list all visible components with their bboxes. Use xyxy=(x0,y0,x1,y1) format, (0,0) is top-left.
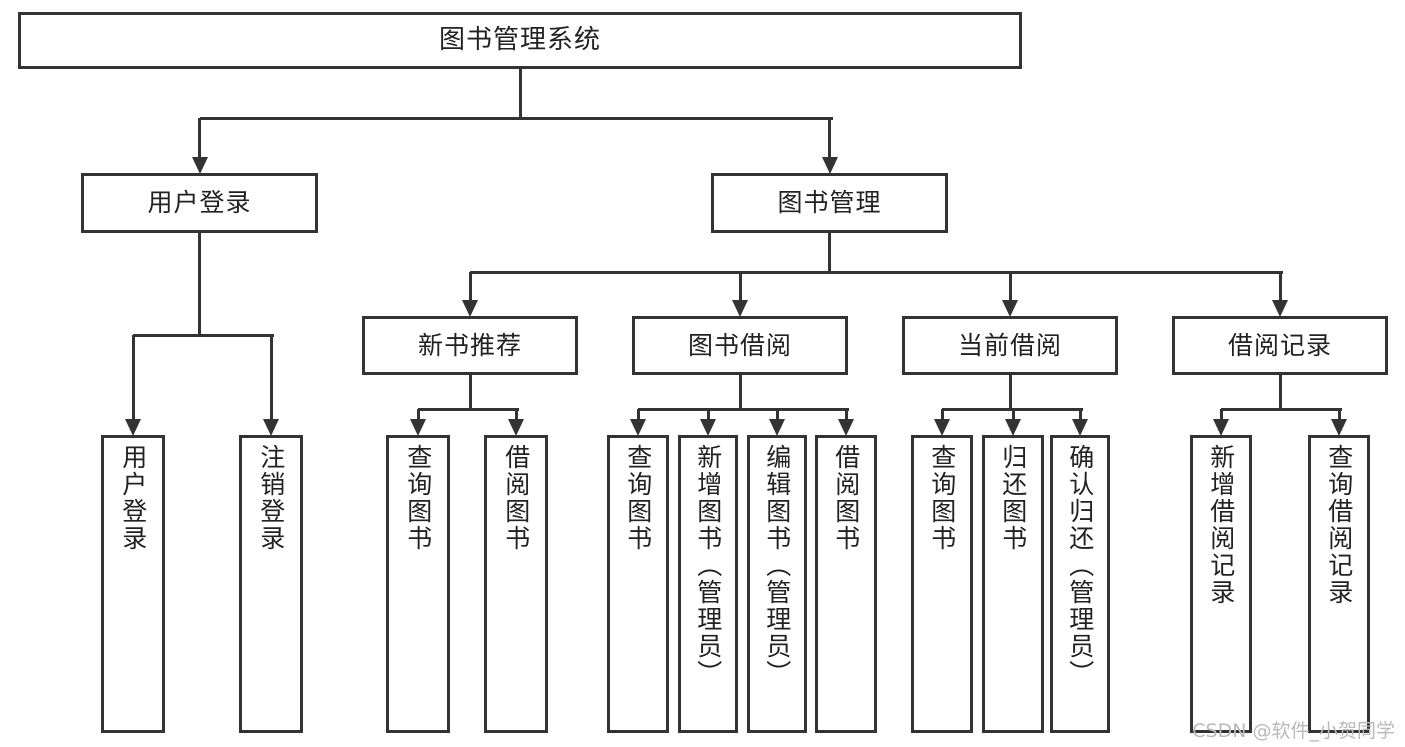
arrowhead-records-1 xyxy=(1331,419,1347,436)
node-leaf-10[interactable]: 确认归还（管理员） xyxy=(1050,435,1110,733)
node-label: 新增图书（管理员） xyxy=(693,444,723,687)
connector-drop-bookmgmt-2 xyxy=(1008,272,1012,302)
connector-drop-current-0 xyxy=(940,409,944,421)
node-leaf-0[interactable]: 用户登录 xyxy=(101,435,165,733)
node-level3-1[interactable]: 图书借阅 xyxy=(632,316,848,375)
node-label: 用户登录 xyxy=(147,188,252,218)
node-leaf-6[interactable]: 编辑图书（管理员） xyxy=(747,435,807,733)
arrowhead-records-0 xyxy=(1213,419,1229,436)
arrowhead-current-1 xyxy=(1005,419,1021,436)
node-label: 图书管理 xyxy=(777,188,882,218)
node-label: 新增借阅记录 xyxy=(1206,444,1236,606)
node-leaf-1[interactable]: 注销登录 xyxy=(239,435,303,733)
arrowhead-bookmgmt-2 xyxy=(1002,300,1018,317)
node-label: 借阅图书 xyxy=(501,444,531,552)
node-label: 查询图书 xyxy=(927,444,957,552)
connector-drop-current-2 xyxy=(1078,409,1082,421)
node-level2-0[interactable]: 用户登录 xyxy=(81,173,318,233)
connector-bus-records xyxy=(1221,407,1342,411)
connector-trunk-root xyxy=(518,69,522,118)
connector-drop-login-0 xyxy=(131,335,135,421)
connector-trunk-records xyxy=(1278,375,1282,409)
connector-drop-bookmgmt-1 xyxy=(738,272,742,302)
node-label: 当前借阅 xyxy=(957,330,1062,360)
arrowhead-bookmgmt-1 xyxy=(732,300,748,317)
connector-trunk-borrow xyxy=(738,375,742,409)
node-leaf-12[interactable]: 查询借阅记录 xyxy=(1308,435,1370,733)
connector-drop-bookmgmt-0 xyxy=(468,272,472,302)
arrowhead-current-2 xyxy=(1072,419,1088,436)
arrowhead-bookmgmt-0 xyxy=(462,300,478,317)
connector-drop-current-1 xyxy=(1011,409,1015,421)
connector-trunk-login xyxy=(198,233,201,335)
node-leaf-4[interactable]: 查询图书 xyxy=(607,435,669,733)
connector-bus-root xyxy=(199,116,833,120)
node-label: 新书推荐 xyxy=(417,330,522,360)
node-label: 图书管理系统 xyxy=(438,25,601,56)
arrowhead-root-0 xyxy=(191,157,208,174)
connector-bus-borrow xyxy=(638,407,849,411)
node-leaf-7[interactable]: 借阅图书 xyxy=(815,435,877,733)
arrowhead-borrow-0 xyxy=(630,419,646,436)
node-leaf-11[interactable]: 新增借阅记录 xyxy=(1190,435,1252,733)
node-level3-2[interactable]: 当前借阅 xyxy=(902,316,1118,375)
arrowhead-newbook-0 xyxy=(410,419,426,436)
arrowhead-borrow-2 xyxy=(769,419,785,436)
connector-drop-root-0 xyxy=(198,118,201,159)
connector-bus-login xyxy=(133,333,274,337)
node-label: 注销登录 xyxy=(256,444,286,552)
node-label: 图书借阅 xyxy=(687,330,792,360)
node-label: 用户登录 xyxy=(118,444,148,552)
node-root-book-management-system[interactable]: 图书管理系统 xyxy=(18,12,1022,69)
connector-bus-newbook xyxy=(418,407,519,411)
node-leaf-2[interactable]: 查询图书 xyxy=(386,435,450,733)
connector-drop-root-1 xyxy=(828,118,831,159)
node-label: 借阅记录 xyxy=(1227,330,1332,360)
arrowhead-newbook-1 xyxy=(508,419,524,436)
arrowhead-current-0 xyxy=(934,419,950,436)
node-label: 查询图书 xyxy=(623,444,653,552)
arrowhead-bookmgmt-3 xyxy=(1272,300,1288,317)
connector-drop-borrow-3 xyxy=(844,409,848,421)
node-label: 查询借阅记录 xyxy=(1324,444,1354,606)
arrowhead-borrow-1 xyxy=(700,419,716,436)
connector-drop-records-1 xyxy=(1337,409,1341,421)
node-leaf-8[interactable]: 查询图书 xyxy=(911,435,973,733)
connector-drop-newbook-1 xyxy=(514,409,518,421)
connector-bus-bookmgmt xyxy=(470,270,1283,274)
node-label: 确认归还（管理员） xyxy=(1065,444,1095,687)
connector-drop-borrow-2 xyxy=(775,409,779,421)
node-leaf-9[interactable]: 归还图书 xyxy=(982,435,1044,733)
watermark-text: CSDN @软件_小贺同学 xyxy=(1192,720,1395,742)
node-level2-1[interactable]: 图书管理 xyxy=(711,173,948,233)
connector-drop-borrow-0 xyxy=(636,409,640,421)
node-label: 编辑图书（管理员） xyxy=(762,444,792,687)
node-label: 借阅图书 xyxy=(831,444,861,552)
arrowhead-login-0 xyxy=(125,419,141,436)
connector-trunk-bookmgmt xyxy=(828,233,831,272)
node-level3-3[interactable]: 借阅记录 xyxy=(1172,316,1388,375)
connector-drop-newbook-0 xyxy=(416,409,420,421)
arrowhead-login-1 xyxy=(263,419,279,436)
connector-trunk-current xyxy=(1008,375,1012,409)
node-level3-0[interactable]: 新书推荐 xyxy=(362,316,578,375)
arrowhead-root-1 xyxy=(821,157,838,174)
arrowhead-borrow-3 xyxy=(838,419,854,436)
node-label: 归还图书 xyxy=(998,444,1028,552)
connector-drop-borrow-1 xyxy=(706,409,710,421)
connector-drop-records-0 xyxy=(1219,409,1223,421)
connector-trunk-newbook xyxy=(468,375,472,409)
connector-drop-bookmgmt-3 xyxy=(1278,272,1282,302)
node-leaf-5[interactable]: 新增图书（管理员） xyxy=(678,435,738,733)
node-label: 查询图书 xyxy=(403,444,433,552)
connector-drop-login-1 xyxy=(269,335,273,421)
node-leaf-3[interactable]: 借阅图书 xyxy=(484,435,548,733)
